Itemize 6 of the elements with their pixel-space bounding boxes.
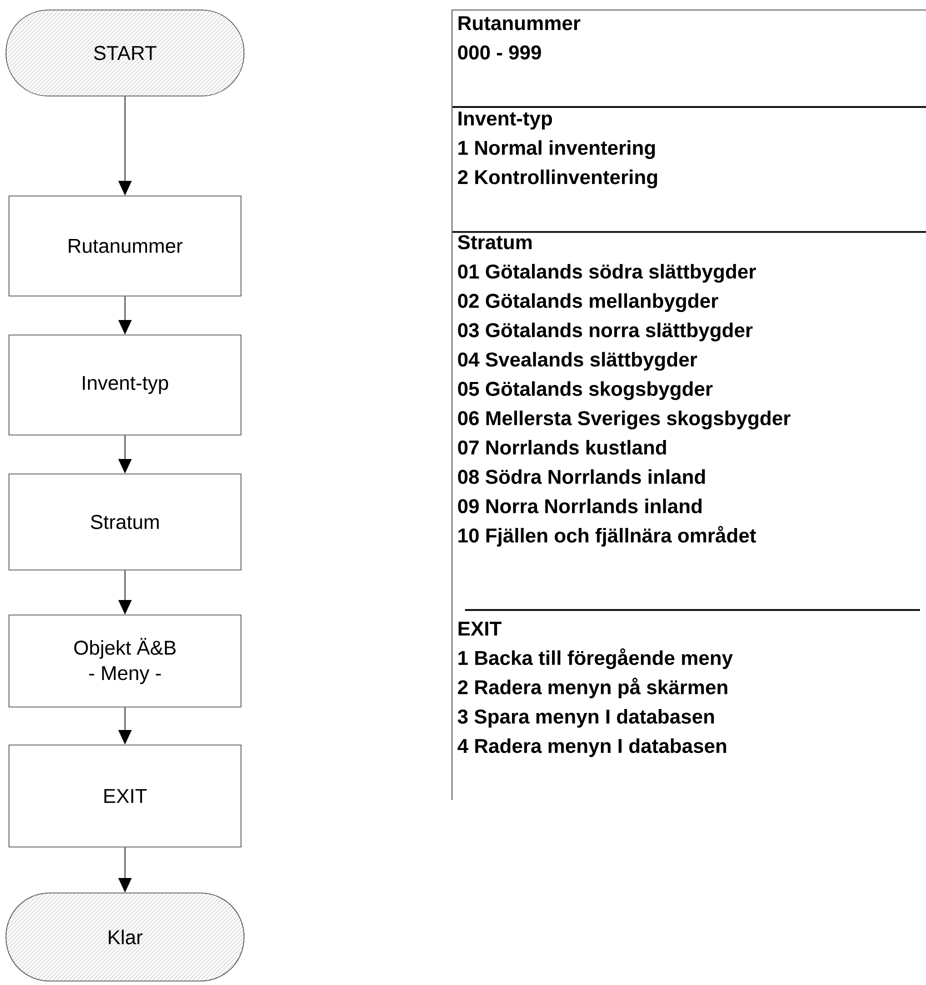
process-box: Stratum [8,474,242,570]
menu-panel: Rutanummer 000 - 999 Invent-typ 1 Normal inventering 2 Kontrollinventering Stratum 01 Götalands södra slättbygder 02 Götalands mellanbygder 03 Götalands norra slättbygder 04 Svealands slättbygder 05 Götalands skogsbygder 06 Mellersta Sveriges skogsbygder 07 Norrlands kustland 08 Södra Norrlands inland 09 Norra Norrlands inland 10 Fjällen och fjällnära området EXIT 1 Backa till föregående meny 2 Radera menyn på skärmen 3 Spara menyn I databasen 4 Radera menyn I databasen [451,9,926,800]
process-box: Objekt Ä&B - Meny - [8,614,242,708]
process-box: Rutanummer [8,196,242,296]
process-box: EXIT [8,744,242,848]
process-box: Invent-typ [8,334,242,436]
